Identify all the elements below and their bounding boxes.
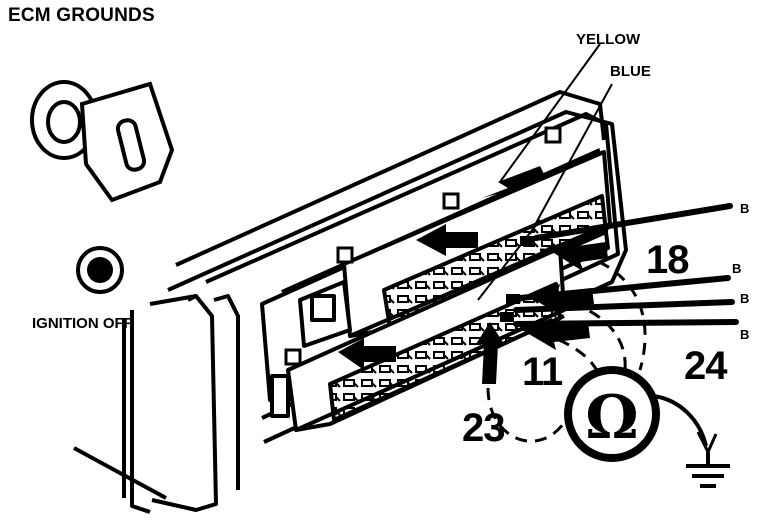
svg-text:Ω: Ω [585,383,638,453]
pin-label-18: 18 [646,238,689,282]
diagram-title: ECM GROUNDS [8,5,155,26]
ground-pin-markers [500,236,534,322]
label-blue: BLUE [610,63,651,80]
ignition-key-icon [30,80,175,203]
colour-leaders [477,43,613,301]
probe-arrows [476,236,608,384]
ohmmeter-icon: Ω [564,366,660,462]
label-yellow: YELLOW [576,31,641,48]
pin-label-11: 11 [522,350,563,394]
label-ignition-off: IGNITION OFF [32,315,133,332]
label-b-2: B [732,261,742,276]
label-b-4: B [740,327,750,342]
label-b-1: B [740,201,750,216]
latch-tabs [284,126,562,366]
ground-symbol-icon [653,394,730,488]
ignition-switch-icon [76,246,124,294]
pin-label-24: 24 [684,344,727,388]
insertion-arrows [338,166,544,370]
pin-label-23: 23 [462,406,505,450]
label-b-3: B [740,291,750,306]
